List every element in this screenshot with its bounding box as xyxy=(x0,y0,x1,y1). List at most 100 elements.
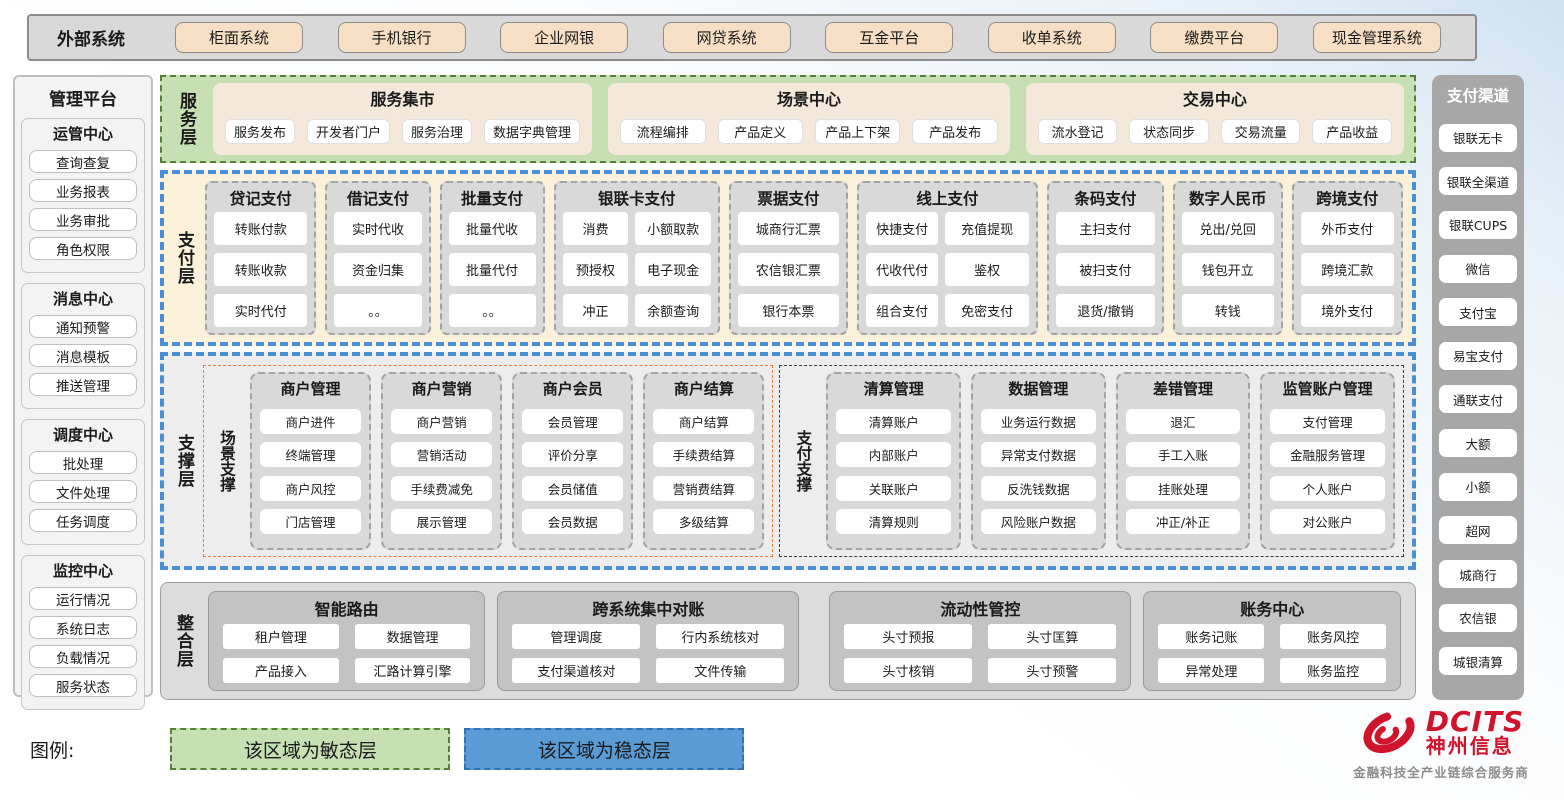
payment-module-button[interactable]: 境外支付 xyxy=(1300,294,1394,327)
support-module-button[interactable]: 冲正/补正 xyxy=(1125,508,1241,534)
payment-module-button[interactable]: 。。 xyxy=(448,294,536,327)
integration-module-button[interactable]: 头寸匡算 xyxy=(988,624,1117,649)
payment-module-button[interactable]: 批量代付 xyxy=(448,253,536,286)
payment-module-button[interactable]: 兑出/兑回 xyxy=(1181,212,1274,245)
management-module-button[interactable]: 推送管理 xyxy=(29,373,137,396)
payment-module-button[interactable]: 实时代收 xyxy=(334,212,422,245)
integration-module-button[interactable]: 文件传输 xyxy=(656,658,785,683)
integration-module-button[interactable]: 账务监控 xyxy=(1280,658,1386,683)
support-module-button[interactable]: 内部账户 xyxy=(836,442,952,468)
payment-module-button[interactable]: 银行本票 xyxy=(738,294,839,327)
payment-module-button[interactable]: 被扫支付 xyxy=(1055,253,1155,286)
support-module-button[interactable]: 异常支付数据 xyxy=(981,442,1096,468)
management-module-button[interactable]: 任务调度 xyxy=(29,509,137,532)
support-module-button[interactable]: 商户结算 xyxy=(653,409,755,435)
support-module-button[interactable]: 个人账户 xyxy=(1270,475,1385,501)
external-system-button[interactable]: 网贷系统 xyxy=(662,22,791,53)
support-module-button[interactable]: 商户风控 xyxy=(260,475,362,501)
payment-module-button[interactable]: 消费 xyxy=(562,212,629,245)
management-module-button[interactable]: 消息模板 xyxy=(29,344,137,367)
integration-module-button[interactable]: 数据管理 xyxy=(354,624,471,649)
payment-module-button[interactable]: 代收代付 xyxy=(865,253,939,286)
integration-module-button[interactable]: 异常处理 xyxy=(1158,658,1265,683)
payment-module-button[interactable]: 转账付款 xyxy=(214,212,308,245)
payment-module-button[interactable]: 城商行汇票 xyxy=(738,212,839,245)
support-module-button[interactable]: 会员管理 xyxy=(522,409,624,435)
payment-module-button[interactable]: 组合支付 xyxy=(865,294,939,327)
management-module-button[interactable]: 批处理 xyxy=(29,451,137,474)
payment-channel-button[interactable]: 大额 xyxy=(1439,429,1517,458)
service-module-button[interactable]: 产品发布 xyxy=(912,119,998,144)
service-module-button[interactable]: 服务治理 xyxy=(402,119,473,144)
support-module-button[interactable]: 营销活动 xyxy=(391,442,493,468)
external-system-button[interactable]: 现金管理系统 xyxy=(1312,22,1441,53)
payment-channel-button[interactable]: 微信 xyxy=(1439,254,1517,283)
support-module-button[interactable]: 退汇 xyxy=(1125,409,1241,435)
service-module-button[interactable]: 服务发布 xyxy=(225,119,296,144)
management-module-button[interactable]: 角色权限 xyxy=(29,237,137,260)
support-module-button[interactable]: 营销费结算 xyxy=(653,475,755,501)
payment-channel-button[interactable]: 农信银 xyxy=(1439,603,1517,632)
payment-channel-button[interactable]: 支付宝 xyxy=(1439,298,1517,327)
payment-module-button[interactable]: 主扫支付 xyxy=(1055,212,1155,245)
integration-module-button[interactable]: 账务风控 xyxy=(1280,624,1386,649)
service-module-button[interactable]: 开发者门户 xyxy=(307,119,391,144)
support-module-button[interactable]: 关联账户 xyxy=(836,475,952,501)
payment-module-button[interactable]: 充值提现 xyxy=(945,212,1029,245)
external-system-button[interactable]: 手机银行 xyxy=(337,22,466,53)
integration-module-button[interactable]: 账务记账 xyxy=(1158,624,1265,649)
service-module-button[interactable]: 数据字典管理 xyxy=(484,119,581,144)
integration-module-button[interactable]: 汇路计算引擎 xyxy=(354,658,471,683)
external-system-button[interactable]: 收单系统 xyxy=(987,22,1116,53)
payment-module-button[interactable]: 转账收款 xyxy=(214,253,308,286)
payment-channel-button[interactable]: 通联支付 xyxy=(1439,385,1517,414)
management-module-button[interactable]: 查询查复 xyxy=(29,150,137,173)
payment-module-button[interactable]: 电子现金 xyxy=(635,253,711,286)
payment-module-button[interactable]: 冲正 xyxy=(562,294,629,327)
support-module-button[interactable]: 终端管理 xyxy=(260,442,362,468)
payment-module-button[interactable]: 外币支付 xyxy=(1300,212,1394,245)
payment-module-button[interactable]: 转钱 xyxy=(1181,294,1274,327)
service-module-button[interactable]: 产品收益 xyxy=(1312,119,1393,144)
payment-module-button[interactable]: 资金归集 xyxy=(334,253,422,286)
service-module-button[interactable]: 流水登记 xyxy=(1037,119,1118,144)
support-module-button[interactable]: 会员储值 xyxy=(522,475,624,501)
integration-module-button[interactable]: 产品接入 xyxy=(223,658,339,683)
support-module-button[interactable]: 手工入账 xyxy=(1125,442,1241,468)
payment-channel-button[interactable]: 易宝支付 xyxy=(1439,341,1517,370)
service-module-button[interactable]: 状态同步 xyxy=(1129,119,1209,144)
external-system-button[interactable]: 企业网银 xyxy=(500,22,629,53)
support-module-button[interactable]: 业务运行数据 xyxy=(981,409,1096,435)
integration-module-button[interactable]: 支付渠道核对 xyxy=(512,658,641,683)
payment-module-button[interactable]: 余额查询 xyxy=(635,294,711,327)
integration-module-button[interactable]: 管理调度 xyxy=(512,624,641,649)
support-module-button[interactable]: 商户进件 xyxy=(260,409,362,435)
management-module-button[interactable]: 文件处理 xyxy=(29,480,137,503)
payment-channel-button[interactable]: 银联CUPS xyxy=(1439,210,1517,239)
service-module-button[interactable]: 产品上下架 xyxy=(814,119,901,144)
payment-channel-button[interactable]: 银联无卡 xyxy=(1439,123,1517,152)
management-module-button[interactable]: 负载情况 xyxy=(29,645,137,668)
support-module-button[interactable]: 清算规则 xyxy=(836,508,952,534)
payment-module-button[interactable]: 钱包开立 xyxy=(1181,253,1274,286)
payment-module-button[interactable]: 农信银汇票 xyxy=(738,253,839,286)
support-module-button[interactable]: 商户营销 xyxy=(391,409,493,435)
payment-module-button[interactable]: 批量代收 xyxy=(448,212,536,245)
payment-module-button[interactable]: 快捷支付 xyxy=(865,212,939,245)
payment-channel-button[interactable]: 城商行 xyxy=(1439,560,1517,589)
payment-module-button[interactable]: 预授权 xyxy=(562,253,629,286)
support-module-button[interactable]: 手续费减免 xyxy=(391,475,493,501)
support-module-button[interactable]: 会员数据 xyxy=(522,508,624,534)
payment-channel-button[interactable]: 超网 xyxy=(1439,516,1517,545)
integration-module-button[interactable]: 头寸预报 xyxy=(844,624,973,649)
external-system-button[interactable]: 柜面系统 xyxy=(175,22,303,53)
integration-module-button[interactable]: 行内系统核对 xyxy=(656,624,785,649)
service-module-button[interactable]: 流程编排 xyxy=(620,119,706,144)
support-module-button[interactable]: 展示管理 xyxy=(391,508,493,534)
support-module-button[interactable]: 多级结算 xyxy=(653,508,755,534)
payment-channel-button[interactable]: 银联全渠道 xyxy=(1439,167,1517,196)
support-module-button[interactable]: 对公账户 xyxy=(1270,508,1385,534)
service-module-button[interactable]: 产品定义 xyxy=(717,119,803,144)
payment-module-button[interactable]: 实时代付 xyxy=(214,294,308,327)
support-module-button[interactable]: 支付管理 xyxy=(1270,409,1385,435)
